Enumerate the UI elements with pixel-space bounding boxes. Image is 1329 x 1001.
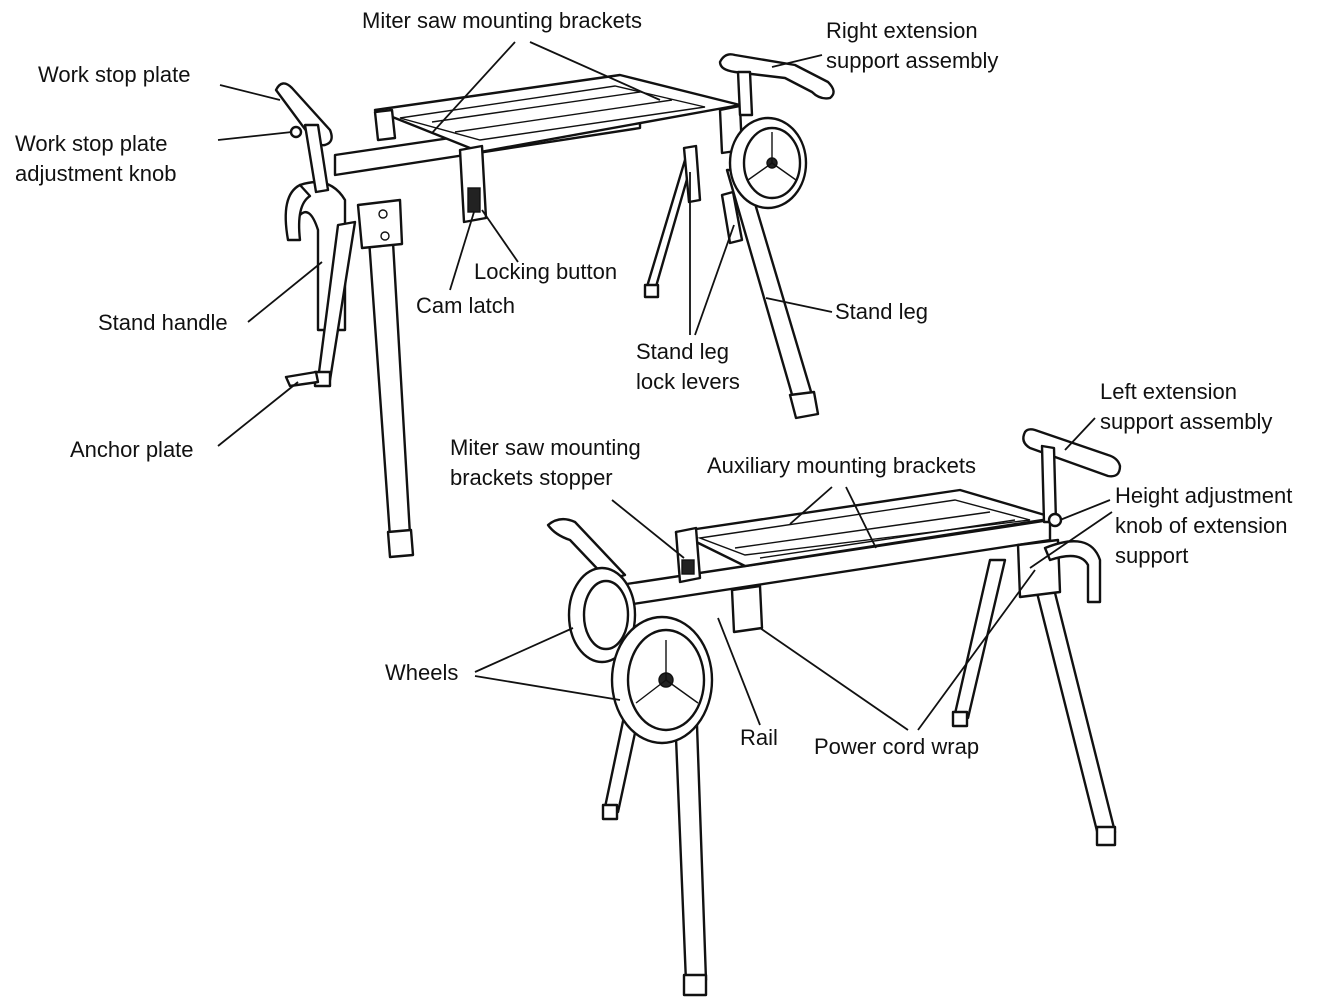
- leader-work-stop-plate: [219, 84, 281, 101]
- label-miter-saw-mounting-brackets: Miter saw mounting brackets: [362, 8, 642, 33]
- label-work-stop-knob-line2: adjustment knob: [15, 161, 177, 186]
- leader-height-knob: [1029, 499, 1113, 569]
- bottom-front-right-leg: [1028, 563, 1117, 837]
- label-power-cord-wrap: Power cord wrap: [814, 734, 980, 759]
- leader-stand-leg: [765, 297, 833, 313]
- bottom-stand: [546, 428, 1122, 997]
- label-locking-button: Locking button: [474, 259, 618, 284]
- top-anchor-plate-part: [284, 370, 320, 388]
- leader-lines: [217, 41, 1113, 731]
- bottom-rear-right-leg: [952, 558, 1007, 720]
- label-height-knob-line2: knob of extension: [1115, 513, 1288, 538]
- top-work-stop-plate-part: [274, 82, 333, 147]
- label-height-knob-line1: Height adjustment: [1115, 483, 1293, 508]
- leader-left-extension: [1064, 417, 1096, 451]
- top-front-left-leg: [366, 223, 412, 539]
- top-front-right-foot: [788, 390, 820, 420]
- label-leg-lock-levers-line2: lock levers: [636, 369, 740, 394]
- label-stand-handle: Stand handle: [98, 310, 228, 335]
- label-rail: Rail: [740, 725, 778, 750]
- bottom-rear-wheel-part: [567, 566, 637, 664]
- leader-stand-handle: [247, 261, 323, 323]
- leader-right-extension: [771, 54, 823, 68]
- label-cam-latch: Cam latch: [416, 293, 516, 318]
- bottom-power-cord-wrap: [730, 584, 764, 634]
- leader-brackets-stopper: [611, 499, 685, 559]
- label-auxiliary-mounting-brackets: Auxiliary mounting brackets: [707, 453, 977, 478]
- top-wheel-part: [728, 116, 808, 210]
- leader-work-stop-knob: [217, 131, 293, 141]
- label-left-extension-line2: support assembly: [1100, 409, 1273, 434]
- label-stand-leg: Stand leg: [835, 299, 928, 324]
- label-work-stop-knob-line1: Work stop plate: [15, 131, 168, 156]
- label-left-extension-line1: Left extension: [1100, 379, 1237, 404]
- label-leg-lock-levers-line1: Stand leg: [636, 339, 729, 364]
- leader-miter-brackets: [431, 41, 661, 134]
- leader-power-cord-wrap: [759, 569, 1036, 731]
- bottom-left-extension-part: [1022, 428, 1122, 478]
- top-cam-latch-part: [467, 187, 481, 213]
- leader-anchor-plate: [217, 381, 299, 447]
- top-stand: [274, 53, 835, 559]
- label-brackets-stopper-line2: brackets stopper: [450, 465, 613, 490]
- leader-rail: [717, 617, 761, 726]
- leader-leg-lock-levers: [689, 172, 735, 336]
- bottom-right-handle: [1043, 540, 1102, 604]
- bottom-front-wheel-part: [610, 615, 714, 745]
- leader-locking-button: [481, 209, 519, 263]
- label-anchor-plate: Anchor plate: [70, 437, 194, 462]
- top-right-extension-part: [718, 53, 835, 100]
- top-rear-right-foot: [643, 283, 660, 299]
- label-wheels: Wheels: [385, 660, 459, 685]
- leader-cam-latch: [449, 211, 475, 291]
- leader-auxiliary-brackets: [789, 486, 877, 549]
- label-right-extension-line2: support assembly: [826, 48, 999, 73]
- label-brackets-stopper-line1: Miter saw mounting: [450, 435, 641, 460]
- label-height-knob-line3: support: [1115, 543, 1189, 568]
- leader-wheels: [474, 627, 621, 701]
- label-right-extension-line1: Right extension: [826, 18, 978, 43]
- label-work-stop-plate: Work stop plate: [38, 62, 191, 87]
